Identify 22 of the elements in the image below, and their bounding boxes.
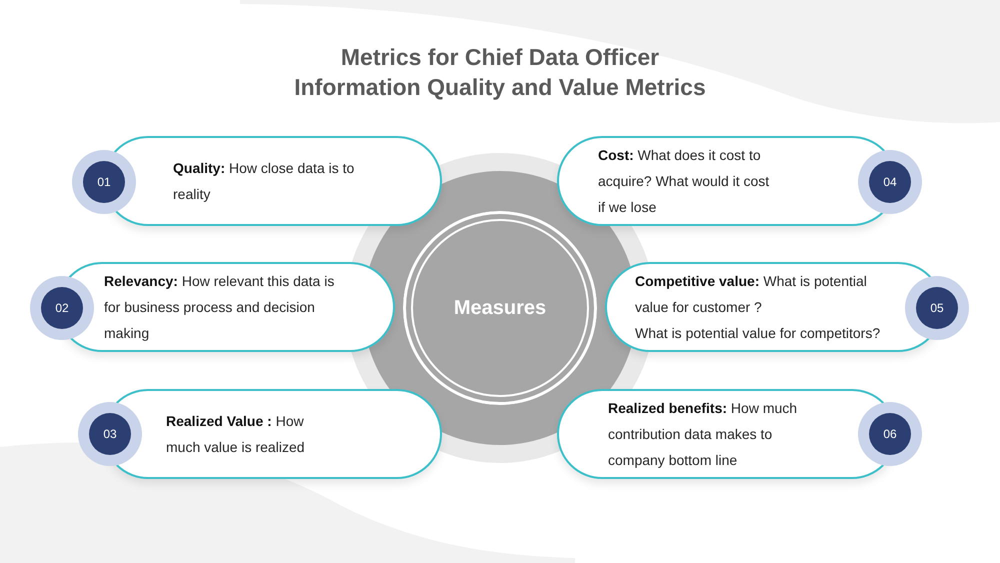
metric-card: [557, 136, 922, 226]
step-number: 04: [883, 175, 897, 189]
metric-description: Competitive value: What is potential value for customer ?: [635, 272, 868, 317]
title: Metrics for Chief Data Officer Information Quality and Value Metrics: [293, 43, 707, 102]
metric-card: [557, 389, 922, 479]
metric-description: Quality: How close data is to reality: [173, 159, 356, 204]
center-circle: [403, 211, 597, 405]
metric-description: What is potential value for competitors?: [635, 324, 882, 343]
step-number: 05: [930, 301, 944, 315]
metric-description: Cost: What does it cost to acquire? What would it cost if we lose: [598, 146, 770, 217]
metric-description: Realized benefits: How much contribution data makes to company bottom line: [608, 399, 798, 470]
metric-description: Realized Value : How much value is realized: [166, 412, 306, 457]
metric-card: [78, 389, 442, 479]
step-number: 01: [97, 175, 111, 189]
metric-card: [605, 262, 969, 352]
center-label: Measures: [454, 296, 546, 320]
step-number: 06: [883, 427, 897, 441]
metric-card: [30, 262, 395, 352]
step-number: 02: [55, 301, 69, 315]
step-number: 03: [103, 427, 117, 441]
metric-description: Relevancy: How relevant this data is for business process and decision making: [104, 272, 336, 343]
metric-card: [72, 136, 442, 226]
